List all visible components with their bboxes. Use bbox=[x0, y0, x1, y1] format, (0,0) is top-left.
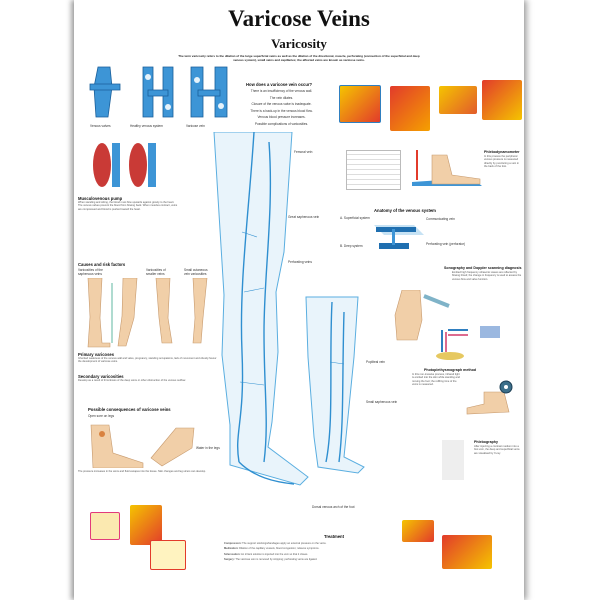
illustration-standing bbox=[339, 85, 381, 123]
leg-venous-system-illustration bbox=[213, 132, 365, 486]
flow-step: The vein dilates. bbox=[269, 95, 294, 100]
anatomy-label: Communicating vein bbox=[426, 217, 455, 221]
leg-label: Dorsal venous arch of the foot bbox=[312, 505, 355, 509]
treatment-term: Sclerosation: bbox=[224, 552, 241, 556]
anatomy-label: Perforating vein (perforator) bbox=[426, 242, 466, 246]
leg-label: Femoral vein bbox=[294, 150, 313, 154]
flow-step: Possible complications of varicosities. bbox=[254, 121, 309, 126]
treatment-text: The varicose vein is removed by strippin… bbox=[235, 557, 318, 561]
illustration-compression bbox=[442, 535, 492, 569]
label-open-sore: Open sore on legs bbox=[88, 414, 115, 418]
musculovenous-text: When standing and sitting, the blood mus… bbox=[78, 201, 178, 211]
illustration-exercise-3 bbox=[150, 540, 186, 570]
treatment-term: Medication: bbox=[224, 547, 239, 551]
sonography-heading: Sonography and Doppler scanning diagnosi… bbox=[444, 266, 522, 270]
illustration-leg-raise bbox=[402, 520, 434, 542]
flow-step: Closure of the venous valve is inadequat… bbox=[251, 102, 312, 106]
anatomy-label: A. Superficial system bbox=[340, 216, 370, 220]
phlebography-xray bbox=[442, 440, 464, 480]
treatment-list: Compression: The support stockings/banda… bbox=[224, 542, 374, 561]
photoplethysmograph-illustration bbox=[466, 380, 513, 415]
sonography-text: Emitted high frequency ultrasonic waves … bbox=[452, 271, 522, 281]
poster-title: Varicose Veins bbox=[228, 6, 370, 31]
label-water-in-legs: Water in the legs bbox=[196, 446, 220, 450]
intro-text: The term varicosity refers to the dilati… bbox=[178, 54, 420, 62]
treatment-text: Dilation of the capillary vessels, blood… bbox=[239, 547, 320, 551]
label-healthy-venous-system: Healthy venous system bbox=[130, 124, 163, 128]
primary-heading: Primary varicoses bbox=[78, 352, 115, 357]
leg-label: Great saphenous vein bbox=[288, 215, 320, 219]
foot-illustrations bbox=[90, 424, 195, 468]
poster-subtitle: Varicosity bbox=[271, 36, 327, 51]
illustration-cycling bbox=[439, 86, 477, 114]
phlebography-text: After injecting a contrast medium into a… bbox=[474, 445, 520, 455]
anatomy-label: B. Deep system bbox=[340, 244, 363, 248]
flow-step: There is a back-up in the venous blood f… bbox=[250, 108, 313, 113]
venous-system-diagram bbox=[374, 225, 424, 249]
doppler-illustration bbox=[394, 290, 500, 360]
treatment-term: Compression: bbox=[224, 542, 242, 545]
causes-label: Varicosities of the saphenous veins bbox=[78, 268, 103, 276]
treatment-term: Surgery: bbox=[224, 557, 235, 561]
photoplethysmograph-heading: Photoplethysmograph method bbox=[424, 368, 477, 372]
leg-label: Popliteal vein bbox=[366, 360, 385, 364]
treatment-text: The support stockings/bandages apply an … bbox=[242, 542, 327, 545]
phlebography-heading: Phlebography bbox=[474, 440, 498, 444]
musculovenous-pump-illustration bbox=[93, 143, 156, 187]
causes-label: Small cutaneous vein varicosities bbox=[184, 268, 208, 276]
illustration-exercise-2 bbox=[130, 505, 162, 545]
musculovenous-heading: Musculovenous pump bbox=[78, 196, 123, 201]
label-varicose-vein: Varicose vein bbox=[186, 124, 205, 128]
causes-label: Varicosities of smaller veins bbox=[146, 268, 166, 276]
phlebodynamometer-heading: Phlebodynamometer bbox=[484, 150, 520, 154]
phlebodynamometer-illustration bbox=[412, 150, 482, 186]
varicose-veins-poster: Varicose Veins Varicosity The term varic… bbox=[74, 0, 524, 600]
flow-chart: There is an insufficiency of the venous … bbox=[239, 89, 324, 128]
treatment-text: An irritant solution is injected into th… bbox=[241, 552, 309, 556]
secondary-text: Develop as a result of thrombosis of the… bbox=[78, 379, 186, 382]
causes-heading: Causes and risk factors bbox=[78, 262, 126, 267]
illustration-foot bbox=[482, 80, 522, 120]
legs-causes-illustration bbox=[87, 278, 208, 348]
secondary-heading: Secondary varicosities bbox=[78, 374, 124, 379]
leg-label: Perforating veins bbox=[288, 260, 312, 264]
leg-label: Small saphenous vein bbox=[366, 400, 398, 404]
phlebodynamometer-text: In this process the peripheral venous pr… bbox=[484, 155, 519, 168]
flow-heading: How does a varicose vein occur? bbox=[246, 82, 313, 87]
consequences-text: The pressure increases in the veins and … bbox=[78, 470, 206, 473]
flow-step: There is an insufficiency of the venous … bbox=[250, 89, 313, 93]
anatomy-heading: Anatomy of the venous system bbox=[374, 208, 436, 213]
illustration-exercise bbox=[90, 512, 120, 540]
pressure-graph bbox=[346, 150, 401, 190]
illustration-sitting bbox=[390, 86, 430, 131]
photoplethysmograph-text: In this non-invasive process, infrared l… bbox=[412, 373, 460, 386]
label-venous-valves: Venous valves bbox=[90, 124, 111, 128]
venous-valve-models bbox=[89, 66, 228, 118]
treatment-heading: Treatment bbox=[324, 534, 345, 539]
consequences-heading: Possible consequences of varicose veins bbox=[88, 407, 171, 412]
flow-step: Venous blood pressure increases. bbox=[257, 115, 306, 119]
primary-text: Inherited weakness of the venous wall an… bbox=[78, 357, 217, 364]
